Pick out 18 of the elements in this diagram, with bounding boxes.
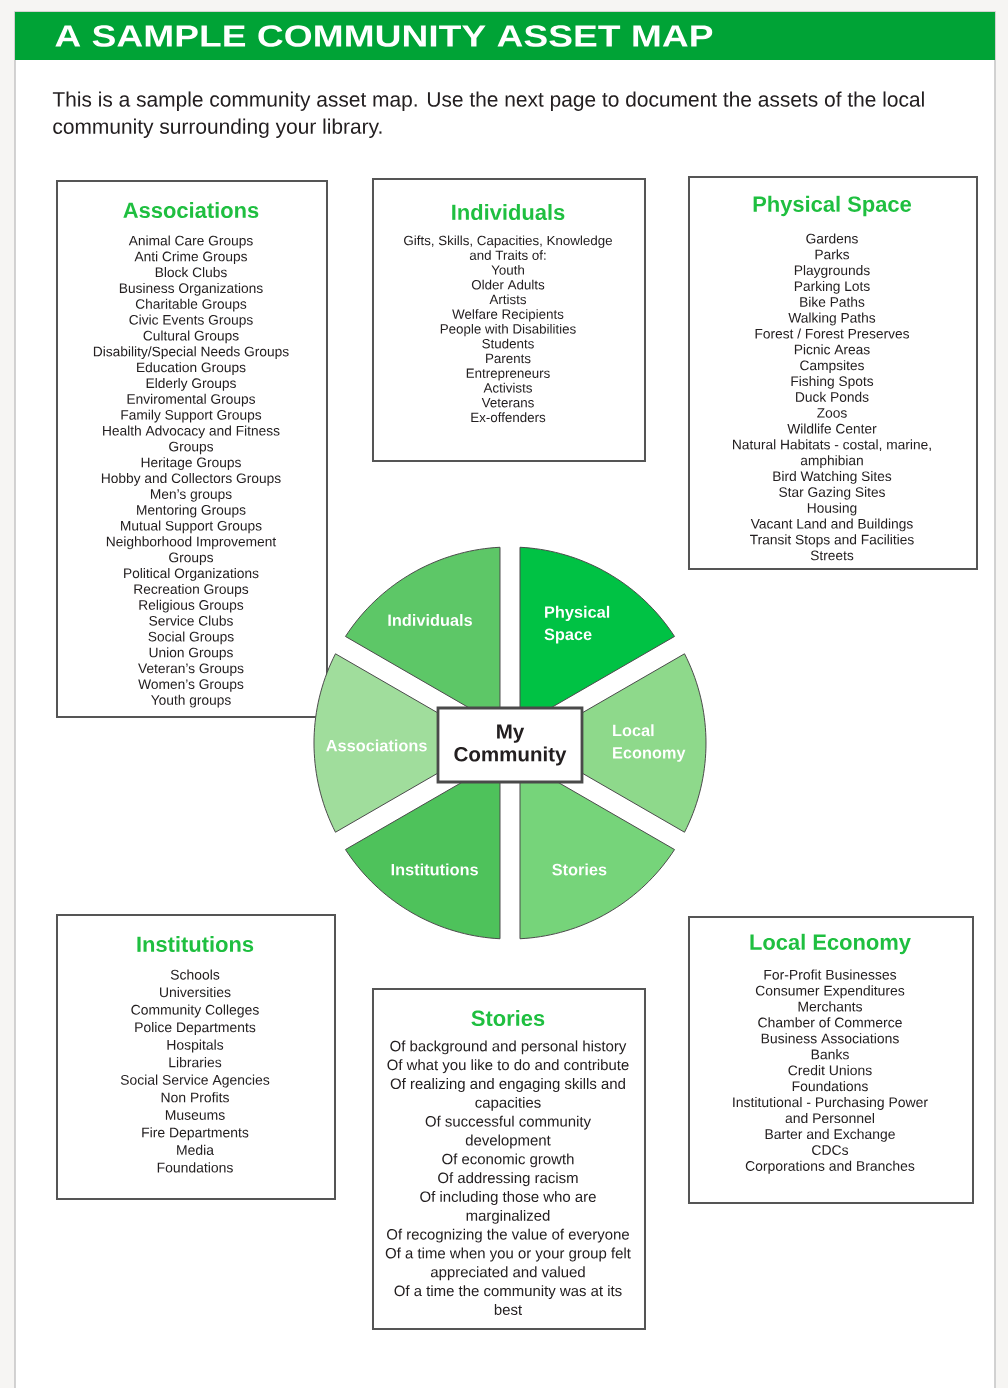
box-heading: Physical Space bbox=[753, 195, 911, 217]
box-heading: Associations bbox=[123, 201, 259, 219]
center-box: My Community bbox=[436, 706, 584, 784]
list-box bbox=[688, 916, 974, 1204]
list-box bbox=[372, 178, 646, 462]
box-heading: Local Economy bbox=[750, 933, 911, 955]
wheel-segment: Institutions bbox=[344, 759, 501, 940]
title-banner: A SAMPLE COMMUNITY ASSET MAP bbox=[15, 12, 995, 60]
box-heading: Stories bbox=[471, 1009, 545, 1027]
wheel-segment: Individuals bbox=[344, 546, 501, 727]
list-box bbox=[56, 180, 328, 718]
box-heading: Institutions bbox=[137, 935, 254, 953]
list-box bbox=[56, 914, 336, 1200]
list-box bbox=[688, 176, 978, 570]
box-heading: Individuals bbox=[452, 203, 565, 221]
intro-text: This is a sample community asset map. Use the next page to document the assets of the local community surrounding your library. bbox=[52, 91, 924, 138]
list-box bbox=[372, 988, 646, 1330]
wheel-segment: Physical Space bbox=[519, 546, 675, 727]
